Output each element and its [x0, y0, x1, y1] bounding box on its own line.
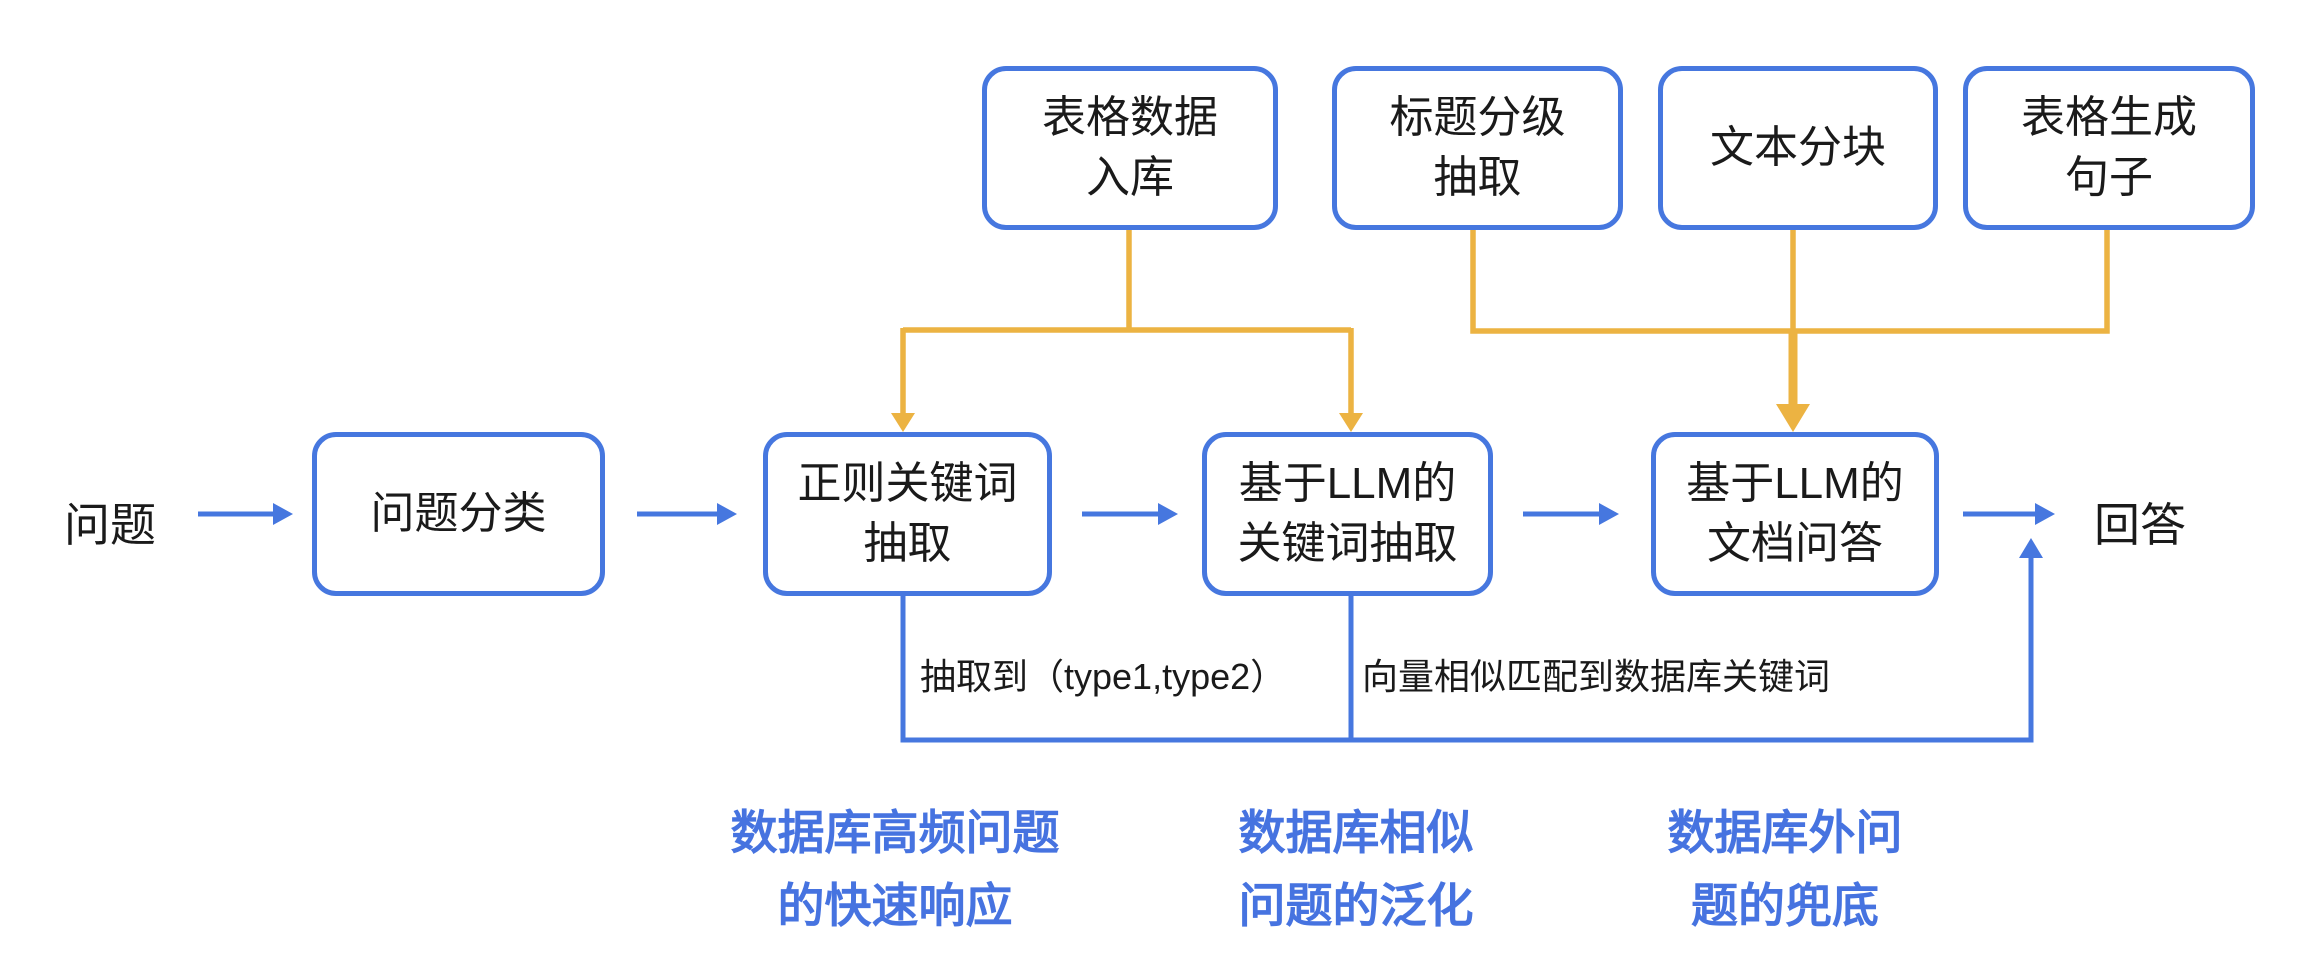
arrowhead-llm-keyword-to-doc-qa — [1599, 503, 1619, 525]
edge-regex-shortcut — [900, 556, 2034, 743]
arrowhead-doc-qa-to-answer — [2035, 503, 2055, 525]
annotation-vector-match: 向量相似匹配到数据库关键词 — [1362, 656, 1831, 697]
caption-generalization: 数据库相似 问题的泛化 — [1238, 806, 1474, 932]
caption-fast-response: 数据库高频问题 的快速响应 — [730, 806, 1060, 932]
node-table-to-sentence: 表格生成 句子 — [1963, 66, 2255, 230]
node-table-data-ingest: 表格数据 入库 — [982, 66, 1278, 230]
arrowhead-question-to-classify — [273, 503, 293, 525]
node-text-chunking: 文本分块 — [1658, 66, 1938, 230]
arrowhead-regex-to-llm-keyword — [1158, 503, 1178, 525]
edge-title-and-table-bar — [1470, 230, 2110, 334]
node-question-classify: 问题分类 — [312, 432, 605, 596]
node-title-level-extract: 标题分级 抽取 — [1332, 66, 1623, 230]
caption-fallback: 数据库外问 题的兜底 — [1667, 806, 1903, 932]
node-regex-keyword-extract: 正则关键词 抽取 — [763, 432, 1052, 596]
arrowhead-ingest-to-regex — [891, 413, 915, 432]
annotation-extracted-types: 抽取到（type1,type2） — [920, 656, 1287, 697]
answer-label: 回答 — [2094, 499, 2186, 551]
arrowhead-merged-to-doc-qa — [1776, 404, 1810, 432]
arrowhead-shortcut-to-answer — [2019, 538, 2043, 558]
arrowhead-ingest-to-llm-keyword — [1339, 413, 1363, 432]
node-llm-keyword-extract: 基于LLM的 关键词抽取 — [1202, 432, 1493, 596]
node-llm-doc-qa: 基于LLM的 文档问答 — [1651, 432, 1939, 596]
arrowhead-classify-to-regex — [717, 503, 737, 525]
question-label: 问题 — [64, 499, 156, 551]
